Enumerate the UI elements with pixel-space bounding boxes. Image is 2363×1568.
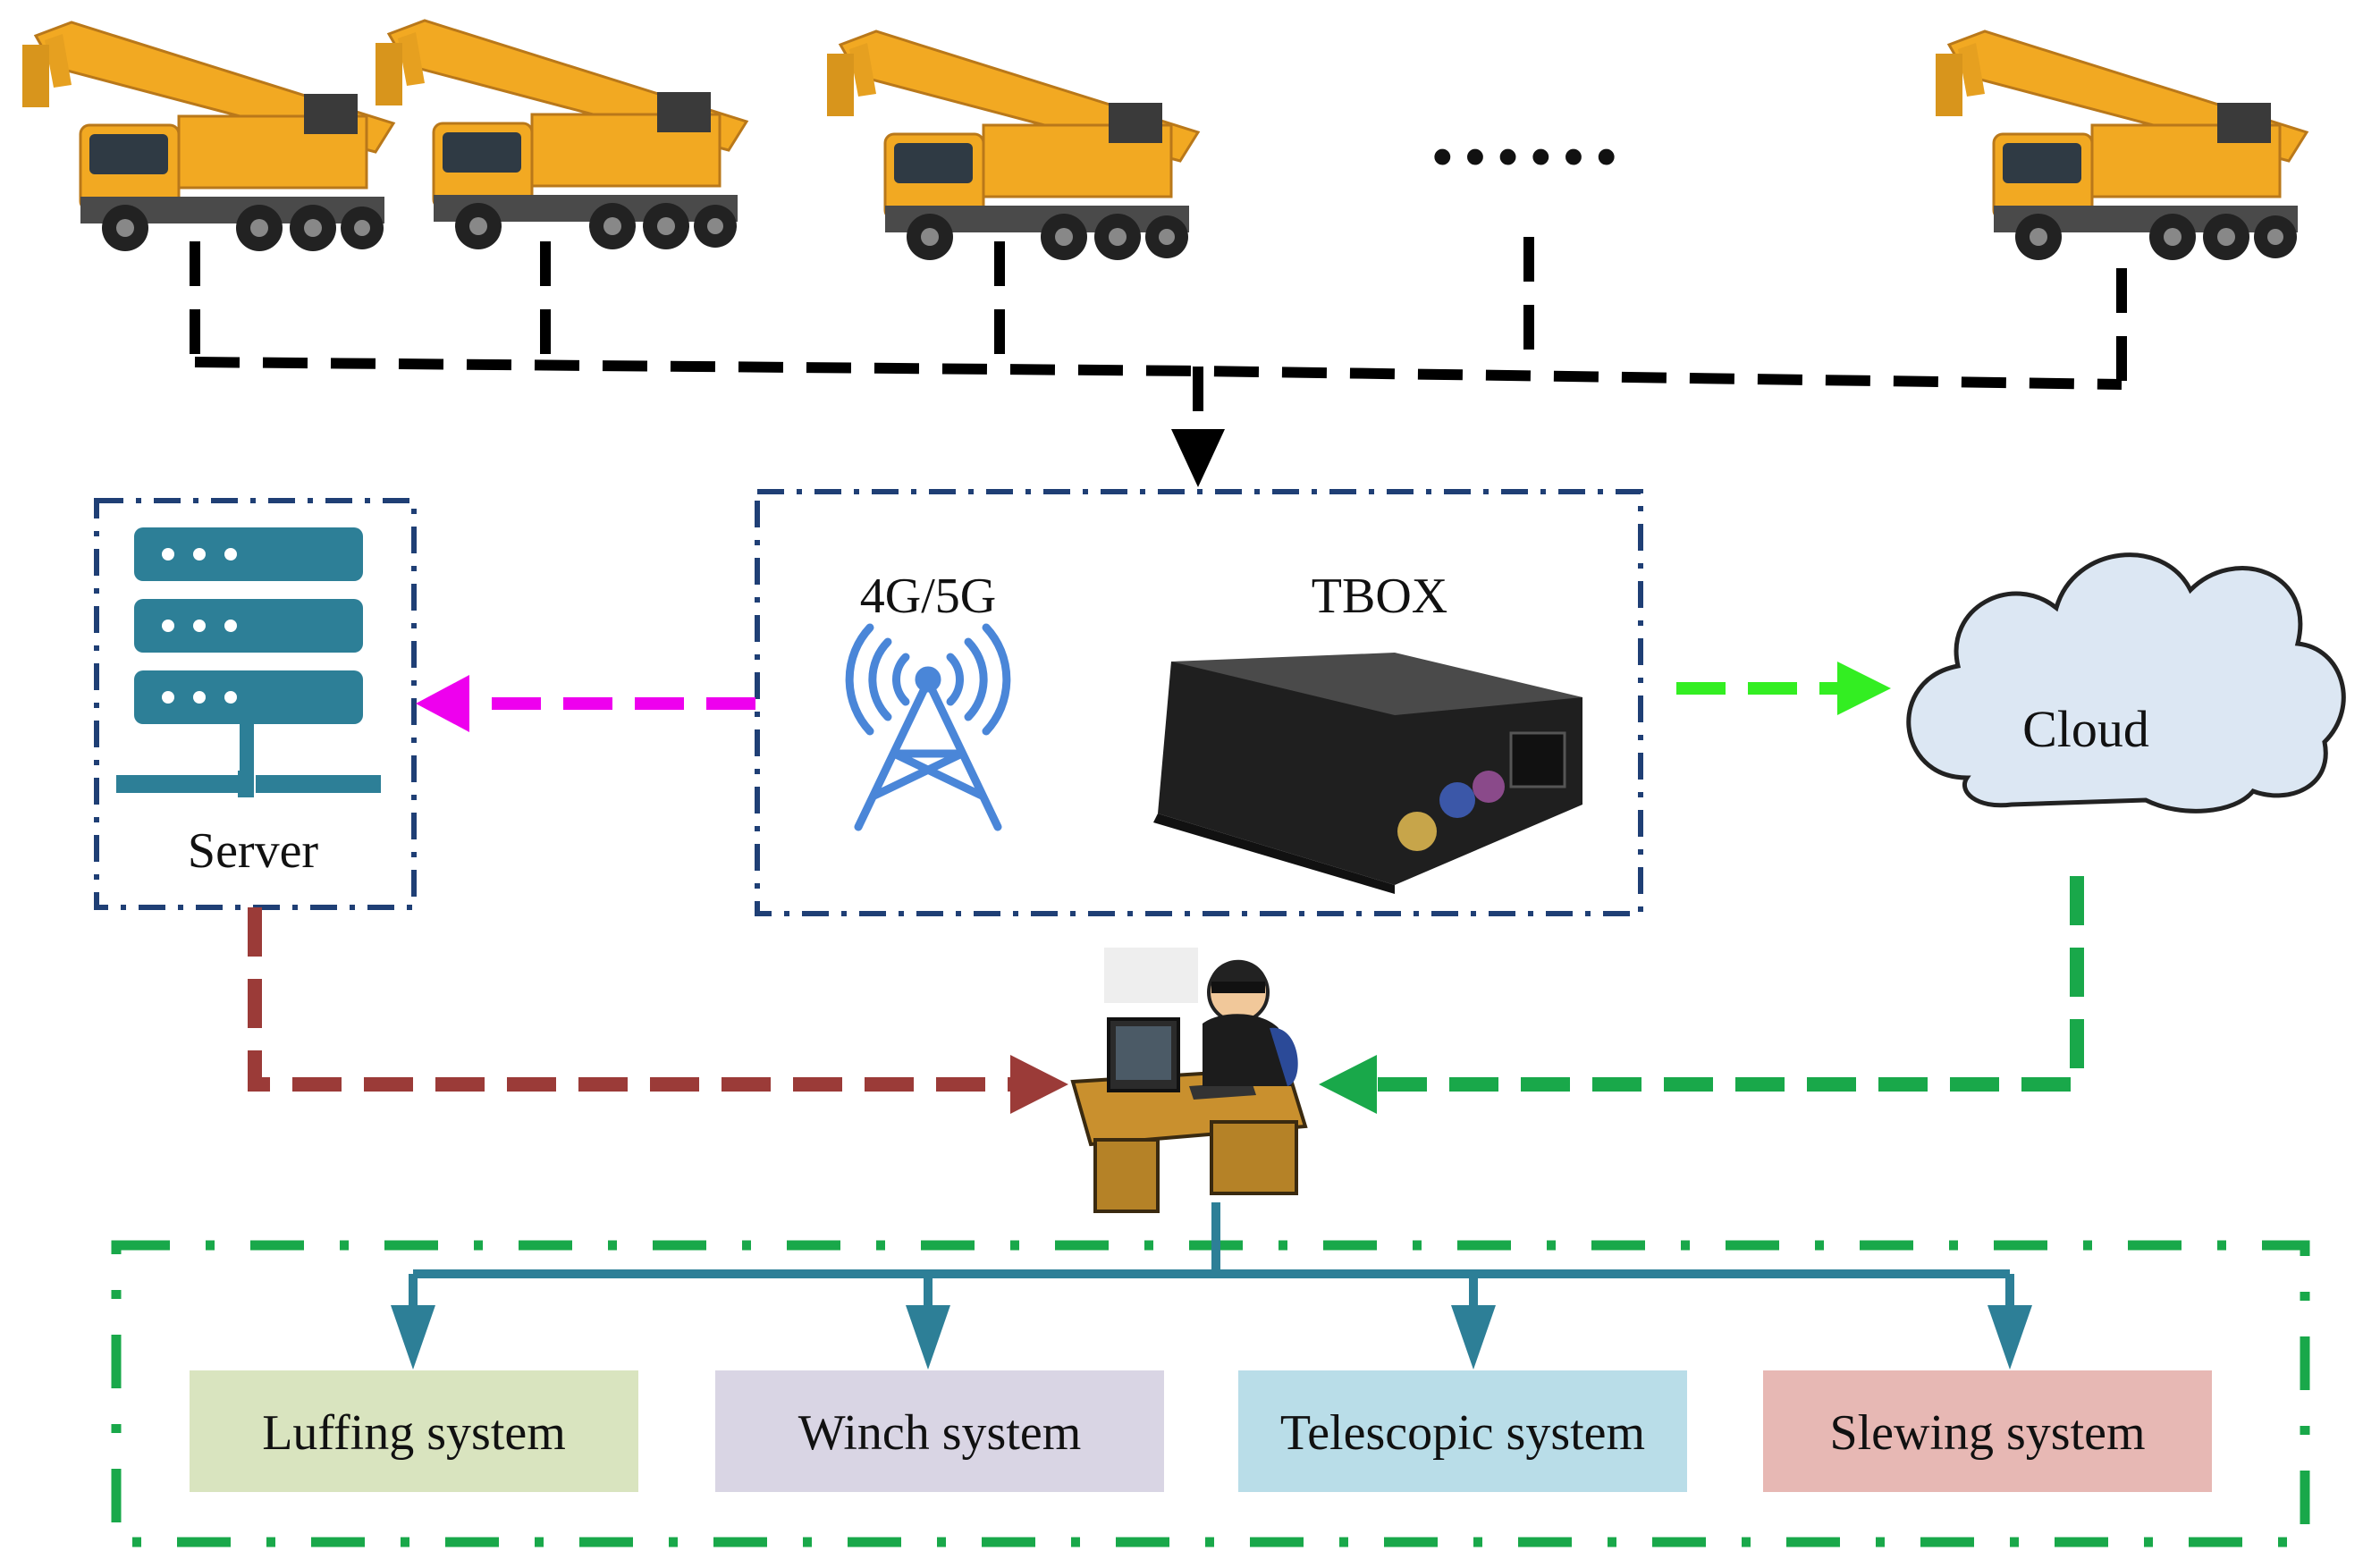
distribution-arrowheads (391, 1305, 2032, 1370)
cell-tower-icon (845, 623, 1011, 831)
tbox-box (755, 489, 1643, 916)
crane-truck-icon (374, 19, 748, 251)
tbox-label: TBOX (1312, 569, 1447, 624)
subsystem-box: Luffing system (190, 1370, 638, 1492)
cloud-to-operator-arrow (1372, 876, 2084, 1092)
subsystem-box: Winch system (715, 1370, 1164, 1492)
subsystem-box-bg (190, 1370, 638, 1492)
server-to-operator-arrow (248, 907, 1010, 1092)
down-arrowhead (1171, 429, 1225, 487)
tbox-device-icon (1153, 653, 1582, 894)
server-label: Server (188, 823, 319, 879)
crane-truck-icon (21, 21, 395, 253)
server-to-operator-arrowhead (1010, 1055, 1068, 1114)
tbox-to-server-arrowhead (416, 675, 469, 732)
crane-bus-dashed (190, 237, 2127, 434)
cloud-to-operator-arrowhead (1319, 1055, 1377, 1114)
subsystem-box: Telescopic system (1238, 1370, 1687, 1492)
subsystem-label: Slewing system (1829, 1405, 2145, 1461)
cloud-label: Cloud (2022, 700, 2149, 758)
network-label: 4G/5G (860, 569, 996, 624)
subsystem-box-bg (1763, 1370, 2212, 1492)
subsystem-box: Slewing system (1763, 1370, 2212, 1492)
operator-at-desk-icon (1070, 948, 1308, 1213)
cloud-icon (1906, 552, 2346, 814)
subsystem-boxes: Luffing system Winch system Telescopic sys… (190, 1370, 2212, 1492)
tbox-to-cloud-arrowhead (1837, 662, 1891, 715)
subsystem-label: Telescopic system (1280, 1405, 1645, 1461)
crane-truck-icon (825, 30, 1200, 262)
subsystem-box-bg (715, 1370, 1164, 1492)
subsystem-label: Winch system (798, 1405, 1082, 1461)
systems-group-box (111, 1240, 2310, 1547)
server-rack-icon (116, 527, 381, 797)
distribution-tree (409, 1202, 2014, 1310)
subsystem-box-bg (1238, 1370, 1687, 1492)
ellipsis-label: ······ (1426, 102, 1623, 211)
crane-truck-icon (1934, 30, 2308, 262)
subsystem-label: Luffing system (262, 1405, 566, 1461)
